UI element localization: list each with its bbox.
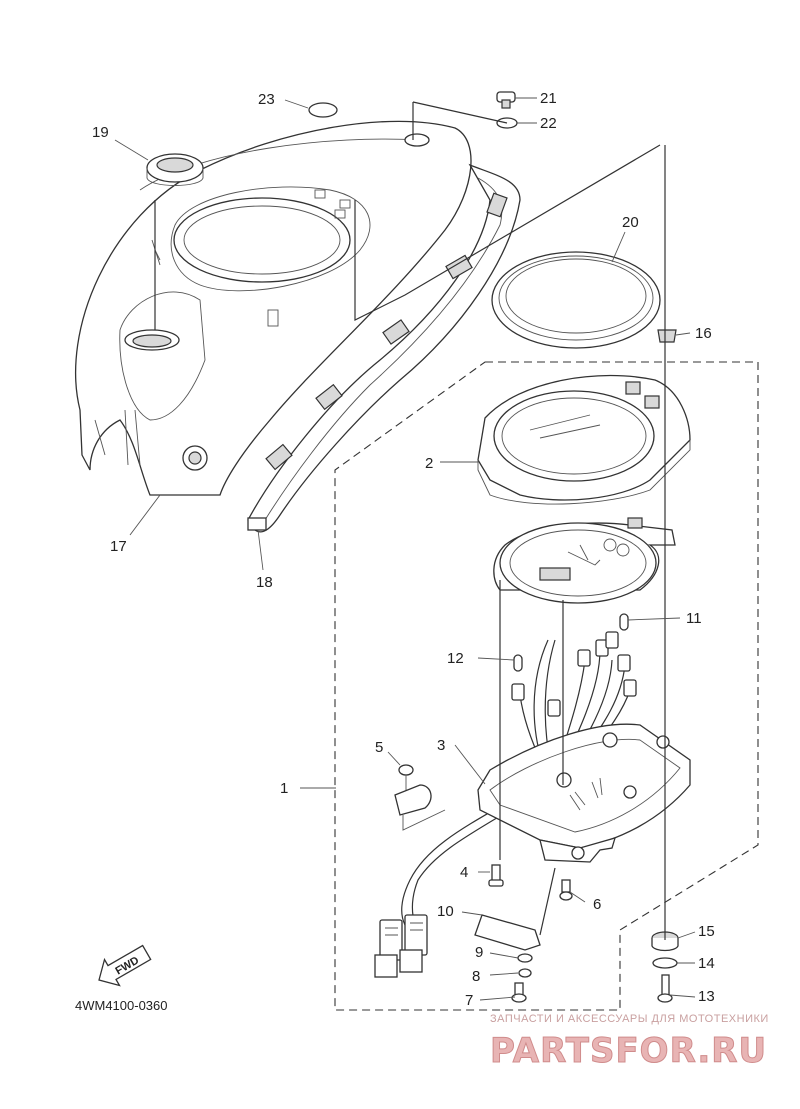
collar-14	[652, 957, 678, 969]
callout-21: 21	[540, 90, 557, 107]
callout-8: 8	[472, 968, 480, 985]
callout-18: 18	[256, 574, 273, 591]
callout-labels: 1 2 3 4 5 6 7 8 9 10 11 12 13 14 15 16 1…	[92, 90, 715, 1009]
callout-9: 9	[475, 944, 483, 961]
callout-12: 12	[447, 650, 464, 667]
watermark-tagline: ЗАПЧАСТИ И АКСЕССУАРЫ ДЛЯ МОТОТЕХНИКИ	[490, 1013, 769, 1025]
bolt-4	[488, 864, 504, 887]
washer-9	[517, 953, 533, 963]
callout-6: 6	[593, 896, 601, 913]
callout-4: 4	[460, 864, 468, 881]
callout-17: 17	[110, 538, 127, 555]
lens-ring-20	[491, 251, 661, 349]
side-trim-strip	[247, 163, 521, 533]
callout-7: 7	[465, 992, 473, 1009]
callout-13: 13	[698, 988, 715, 1005]
callout-14: 14	[698, 955, 715, 972]
fwd-label: FWD	[113, 954, 141, 977]
bolt-6	[559, 879, 573, 901]
callout-16: 16	[695, 325, 712, 342]
plate-10	[474, 914, 541, 951]
callout-3: 3	[437, 737, 445, 754]
watermark: ЗАПЧАСТИ И АКСЕССУАРЫ ДЛЯ МОТОТЕХНИКИ PA…	[490, 1013, 769, 1072]
grommet-19	[146, 153, 204, 186]
bolt-13	[657, 974, 673, 1003]
clamp	[394, 784, 432, 816]
callout-5: 5	[375, 739, 383, 756]
assembly-boundary	[334, 361, 759, 1011]
bulb-11	[619, 613, 629, 631]
meter-case-3	[477, 723, 691, 863]
callout-2: 2	[425, 455, 433, 472]
callout-19: 19	[92, 124, 109, 141]
bolt-7	[511, 982, 527, 1003]
bushing-16	[657, 329, 677, 343]
callout-10: 10	[437, 903, 454, 920]
callout-20: 20	[622, 214, 639, 231]
nut-21	[496, 91, 516, 109]
callout-23: 23	[258, 91, 275, 108]
construction-lines	[154, 101, 666, 940]
sticker-23	[308, 102, 338, 118]
leader-lines	[114, 97, 696, 1001]
diagram-code: 4WM4100-0360	[75, 998, 168, 1013]
watermark-brand: PARTSFOR.RU	[490, 1031, 767, 1071]
callout-22: 22	[540, 115, 557, 132]
fwd-arrow: FWD	[98, 944, 152, 987]
connectors	[374, 914, 428, 978]
callout-15: 15	[698, 923, 715, 940]
dial-plate	[493, 517, 676, 604]
screw-5	[398, 764, 414, 790]
callout-11: 11	[686, 610, 702, 627]
bulb-12	[513, 654, 523, 672]
callout-1: 1	[280, 780, 288, 797]
meter-housing-2	[477, 374, 691, 505]
washer-8	[518, 968, 532, 978]
cowl-cover	[75, 120, 472, 496]
